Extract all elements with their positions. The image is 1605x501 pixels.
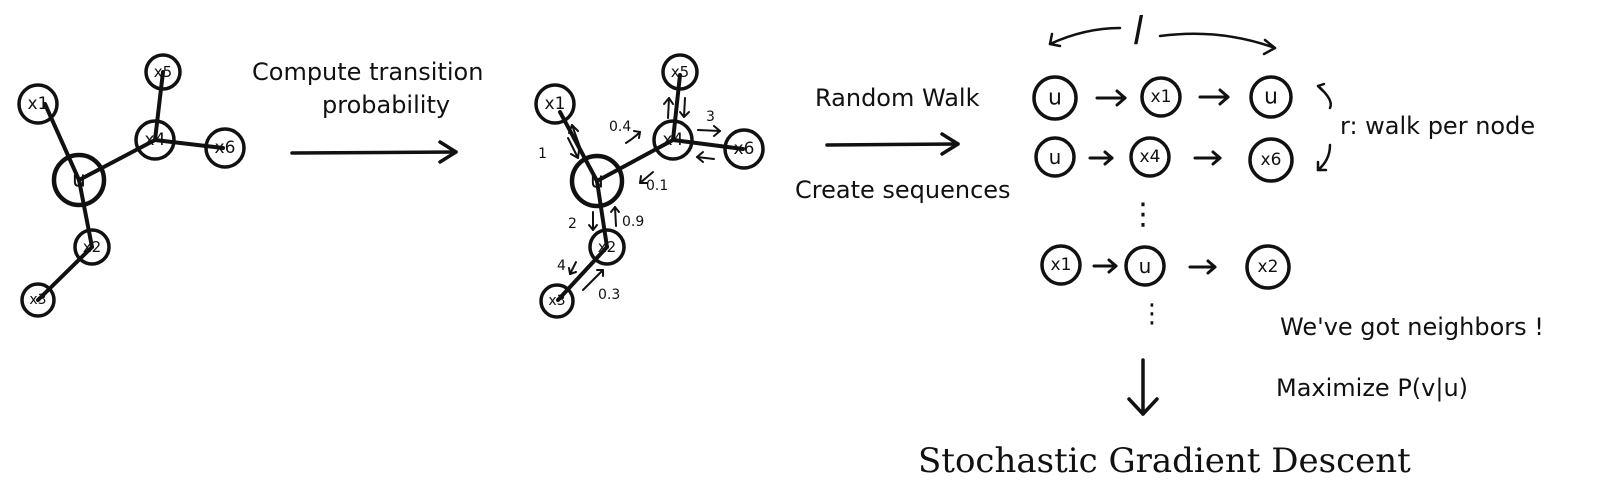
note-neighbors: We've got neighbors !	[1280, 313, 1544, 341]
graph-1-node-x6: x6	[204, 127, 246, 169]
walk-length-label: l	[1133, 9, 1144, 53]
graph-2-node-x4: x4	[652, 119, 694, 161]
notes: We've got neighbors ! Maximize P(v|u)	[1276, 313, 1544, 402]
node-label: x4	[663, 130, 684, 150]
weight-label: 0.4	[609, 119, 631, 135]
graph-2-node-x6: x6	[723, 128, 765, 170]
graph-2-node-x1: x1	[534, 83, 576, 125]
walk-ellipsis-bottom: ⋮	[1139, 299, 1165, 329]
node-label: x1	[28, 94, 49, 114]
graph-2-direction-arrows	[567, 97, 721, 291]
walk-node: u	[1049, 145, 1062, 169]
step-1-title-line-1: Compute transition	[252, 58, 483, 86]
node-label: x6	[215, 138, 236, 158]
graph-1-node-x4: x4	[134, 119, 176, 161]
walk-node: x1	[1051, 255, 1072, 275]
edge-u-x2	[77, 178, 94, 249]
walk-row: x1 u x2	[1040, 244, 1291, 290]
node-label: x6	[734, 139, 755, 159]
walk-ellipsis-top: ⋮	[1128, 197, 1158, 232]
edge-x4-x6	[153, 138, 225, 150]
walk-node: x1	[1151, 87, 1172, 107]
walk-node: x4	[1140, 147, 1161, 167]
edge-x4-x5	[153, 70, 165, 142]
graph-2-node-x5: x5	[661, 53, 699, 91]
result-title: Stochastic Gradient Descent	[918, 441, 1411, 481]
step-1: Compute transition probability	[252, 58, 483, 164]
walk-row: u x4 x6	[1034, 136, 1294, 183]
graph-2-node-u: u	[569, 153, 625, 209]
edge-x2-x3	[36, 245, 94, 302]
node-label: u	[72, 168, 86, 193]
result-arrow	[1127, 358, 1159, 416]
walks-per-node-indicator: r: walk per node	[1316, 82, 1535, 172]
graph-2-node-x3: x3	[539, 283, 575, 319]
graph-2: 1 0.4 0.1 3 2 0.9 4 0.3 u x1 x5 x4 x6	[534, 53, 765, 319]
step-1-arrow	[290, 140, 458, 164]
step-2-title-line-1: Random Walk	[815, 84, 980, 112]
step-2-arrow	[825, 132, 960, 156]
walk-node: x6	[1261, 150, 1282, 170]
graph-1-node-x2: x2	[73, 228, 111, 266]
node-label: x5	[671, 63, 689, 81]
walk-node: u	[1139, 254, 1152, 278]
walk-row: u x1 u	[1032, 75, 1293, 121]
node-label: x1	[545, 94, 566, 114]
walk-node: u	[1048, 86, 1062, 111]
weight-label: 2	[568, 216, 577, 232]
walks: l u x1 u u x4 x6	[1032, 9, 1535, 329]
graph-1-node-x3: x3	[20, 282, 56, 318]
node-label: x2	[598, 238, 616, 256]
walk-length-indicator: l	[1048, 9, 1277, 56]
walks-per-node-label: r: walk per node	[1340, 112, 1535, 140]
node-label: u	[590, 169, 604, 194]
node-label: x3	[548, 293, 565, 309]
node-label: x3	[29, 292, 46, 308]
note-maximize: Maximize P(v|u)	[1276, 374, 1468, 402]
weight-label: 4	[557, 258, 566, 274]
graph-1-node-x1: x1	[17, 83, 59, 125]
graph-2-node-x2: x2	[588, 228, 626, 266]
edge-u-x4	[77, 138, 157, 182]
graph-1-edges	[36, 70, 225, 302]
step-1-title-line-2: probability	[322, 91, 450, 119]
weight-label: 0.1	[646, 178, 668, 194]
weight-label: 0.3	[598, 287, 620, 303]
graph-1-node-u: u	[51, 152, 107, 208]
node-label: x4	[145, 130, 166, 150]
step-2: Random Walk Create sequences	[795, 84, 1011, 204]
node-label: x5	[154, 63, 172, 81]
graph-2-edge-weights: 1 0.4 0.1 3 2 0.9 4 0.3	[538, 109, 715, 303]
weight-label: 0.9	[622, 214, 644, 230]
step-2-title-line-2: Create sequences	[795, 176, 1011, 204]
weight-label: 3	[706, 109, 715, 125]
graph-2-edges	[556, 73, 745, 302]
weight-label: 1	[538, 146, 547, 162]
walk-node: x2	[1258, 257, 1279, 277]
walk-node: u	[1264, 85, 1278, 110]
node-label: x2	[83, 238, 101, 256]
graph-1-node-x5: x5	[144, 53, 182, 91]
graph-1: u x1 x5 x4 x6 x2 x3	[17, 53, 246, 318]
